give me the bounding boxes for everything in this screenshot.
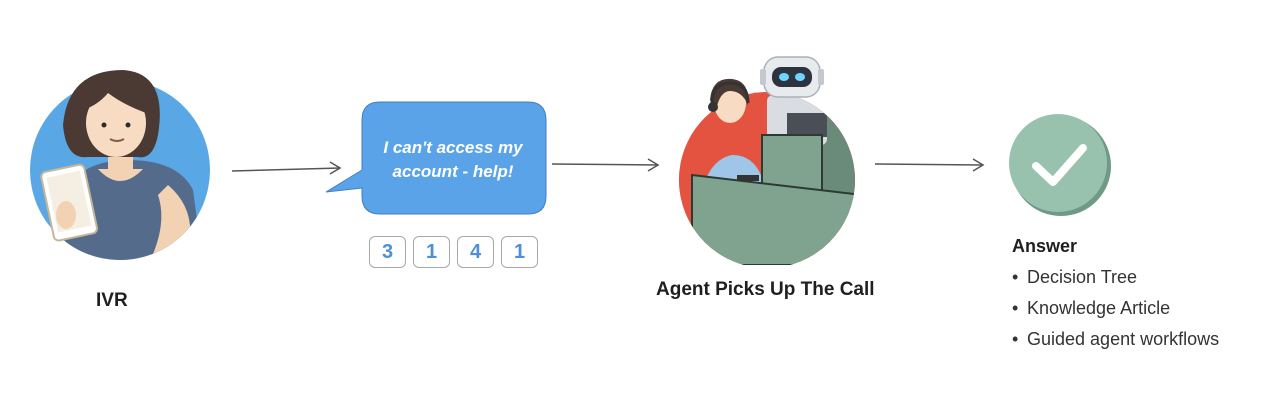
keypad-digits: 3 1 4 1 [369, 236, 538, 268]
ivr-label: IVR [96, 290, 128, 311]
agent-illustration [672, 55, 862, 265]
answer-item-label: Knowledge Article [1027, 298, 1171, 318]
list-item: • Knowledge Article [1012, 296, 1219, 327]
list-item: • Guided agent workflows [1012, 327, 1219, 358]
flow-arrow-3 [874, 158, 985, 172]
answer-item-label: Decision Tree [1027, 267, 1138, 287]
message-line-2: account - help! [392, 162, 514, 181]
bullet-icon: • [1012, 267, 1019, 287]
flow-arrow-1 [231, 161, 342, 175]
keypad-digit: 1 [501, 236, 538, 268]
message-line-1: I can't access my [383, 138, 523, 157]
keypad-digit: 4 [457, 236, 494, 268]
answer-list: • Decision Tree • Knowledge Article • Guide… [1012, 265, 1219, 358]
speech-bubble [325, 101, 547, 215]
keypad-digit: 3 [369, 236, 406, 268]
bullet-icon: • [1012, 298, 1019, 318]
agent-label: Agent Picks Up The Call [656, 279, 875, 300]
speech-bubble-text: I can't access my account - help! [360, 136, 546, 184]
keypad-digit: 1 [413, 236, 450, 268]
answer-title: Answer [1012, 236, 1078, 256]
list-item: • Decision Tree [1012, 265, 1219, 296]
caller-illustration [28, 65, 218, 265]
checkmark-icon [1009, 114, 1111, 216]
flow-arrow-2 [551, 158, 660, 172]
answer-item-label: Guided agent workflows [1027, 329, 1220, 349]
bullet-icon: • [1012, 329, 1019, 349]
